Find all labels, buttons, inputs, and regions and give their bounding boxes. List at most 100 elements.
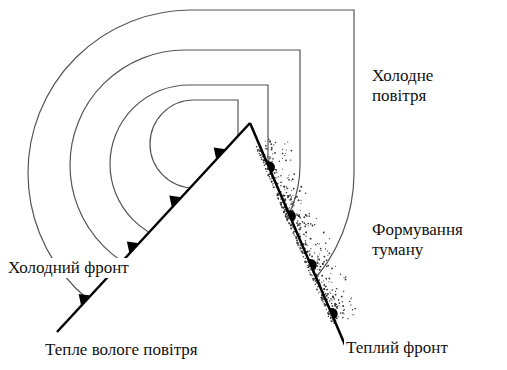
fog-dot <box>281 182 282 183</box>
fog-dot <box>287 141 288 142</box>
fog-dot <box>298 214 300 216</box>
fog-dot <box>279 202 281 204</box>
fog-dot <box>311 255 313 257</box>
fog-dot <box>277 197 279 199</box>
fog-dot <box>316 289 318 291</box>
fog-dot <box>271 180 273 182</box>
fog-dot <box>273 186 275 188</box>
fog-dot <box>347 318 348 319</box>
fog-dot <box>291 196 293 198</box>
fog-dot <box>293 188 295 190</box>
fog-dot <box>280 175 282 177</box>
fog-dot <box>303 222 305 224</box>
fog-dot <box>291 201 292 202</box>
fog-dot <box>290 225 291 226</box>
fog-dot <box>292 178 294 180</box>
fog-dot <box>300 249 301 250</box>
fog-dot <box>303 256 305 258</box>
fog-dot <box>298 199 300 201</box>
fog-dot <box>305 224 306 225</box>
fog-dot <box>289 199 290 200</box>
fog-dot <box>328 297 329 298</box>
fog-dot <box>299 233 300 234</box>
fog-dot <box>305 240 306 241</box>
fog-dot <box>331 267 333 269</box>
fog-dot <box>329 291 330 292</box>
fog-dot <box>283 208 284 209</box>
fog-dot <box>340 274 341 275</box>
fog-dot <box>299 228 301 230</box>
fog-dot <box>319 243 320 244</box>
fog-dot <box>317 243 318 244</box>
fog-dot <box>299 190 301 192</box>
fog-dot <box>325 248 326 249</box>
fog-dot <box>285 160 287 162</box>
fog-dot <box>269 140 271 142</box>
fog-dot <box>260 154 262 156</box>
fog-dot <box>309 213 311 215</box>
fog-dot <box>268 174 270 176</box>
fog-dot <box>339 302 341 304</box>
fog-dot <box>342 312 344 314</box>
fog-dot <box>280 203 281 204</box>
fog-dot <box>308 264 309 265</box>
fog-dot <box>291 150 293 152</box>
fog-dot <box>285 216 287 218</box>
fog-dot <box>287 188 289 190</box>
fog-dot <box>284 155 285 156</box>
fog-dot <box>297 225 298 226</box>
fog-dot <box>269 176 270 177</box>
fog-dot <box>289 207 290 208</box>
fog-dot <box>320 248 322 250</box>
fog-dot <box>340 312 342 314</box>
fog-dot <box>280 199 281 200</box>
fog-dot <box>302 221 304 223</box>
fog-dot <box>327 265 329 267</box>
fog-dot <box>270 158 271 159</box>
fog-dot <box>336 306 338 308</box>
fog-dot <box>267 148 268 149</box>
fog-dot <box>280 182 281 183</box>
fog-dot <box>269 176 270 177</box>
fog-dot <box>300 217 301 218</box>
fog-dot <box>309 250 310 251</box>
fog-dot <box>286 149 287 150</box>
fog-dot <box>323 288 325 290</box>
fog-dot <box>259 153 260 154</box>
isobar <box>70 50 300 280</box>
fog-dot <box>275 169 277 171</box>
fog-dot <box>324 289 326 291</box>
fog-dot <box>268 139 270 141</box>
fog-dot <box>307 245 308 246</box>
fog-dot <box>284 143 285 144</box>
fog-dot <box>284 209 285 210</box>
fog-dot <box>299 216 301 218</box>
fog-dot <box>275 177 276 178</box>
fog-dot <box>285 153 286 154</box>
fog-dot <box>285 215 287 217</box>
fog-dot <box>319 254 320 255</box>
fog-dot <box>334 305 336 307</box>
fog-dot <box>319 291 320 292</box>
fog-dot <box>338 300 339 301</box>
fog-dot <box>314 283 315 284</box>
fog-dot <box>283 211 285 213</box>
fog-dot <box>269 178 270 179</box>
fog-dot <box>293 234 294 235</box>
fog-dot <box>269 156 270 157</box>
fog-dot <box>310 223 312 225</box>
fog-dot <box>321 299 323 301</box>
fog-dot <box>308 266 310 268</box>
fog-dot <box>330 317 332 319</box>
fog-dot <box>292 195 293 196</box>
fog-dot <box>280 185 281 186</box>
fog-dot <box>300 227 302 229</box>
fog-dot <box>323 285 325 287</box>
fog-dot <box>325 278 327 280</box>
fog-dot <box>286 219 288 221</box>
fog-dot <box>266 171 267 172</box>
fog-dot <box>302 250 303 251</box>
fog-dot <box>315 244 317 246</box>
fog-dot <box>270 157 271 158</box>
